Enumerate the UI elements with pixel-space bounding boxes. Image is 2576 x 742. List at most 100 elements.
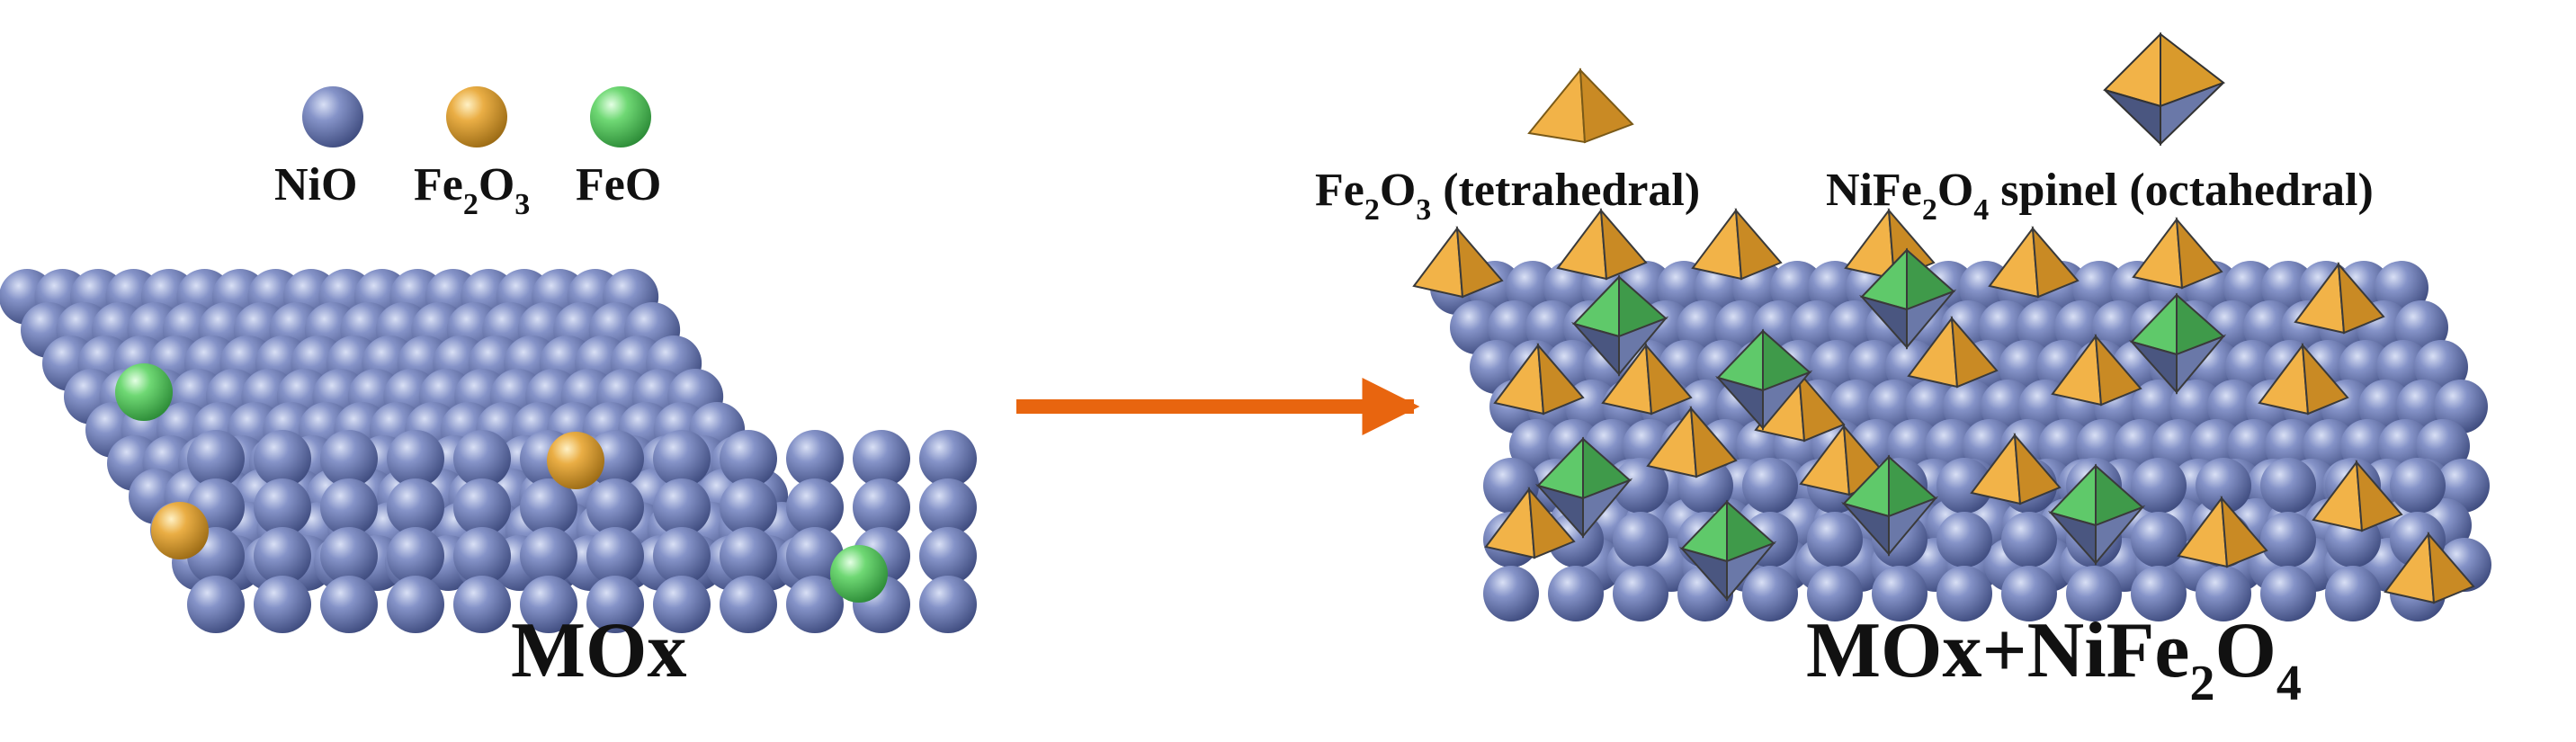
- nio-sphere: [786, 430, 844, 487]
- nio-legend-sphere: [302, 86, 363, 148]
- nio-sphere: [320, 527, 378, 585]
- nio-sphere: [2066, 566, 2122, 621]
- nio-sphere: [520, 527, 577, 585]
- nio-sphere: [919, 478, 977, 536]
- label-mox-nife2o4: MOx+NiFe2O4: [1806, 607, 2302, 711]
- nio-sphere: [320, 478, 378, 536]
- nio-sphere: [2325, 566, 2381, 621]
- octahedron-face: [1726, 541, 1777, 602]
- legend-fe2o3-label: Fe2O3: [414, 159, 530, 221]
- nio-sphere: [1742, 458, 1798, 514]
- tetrahedron-face: [2013, 433, 2062, 505]
- tetrahedron-face: [1734, 208, 1783, 281]
- nio-sphere: [1483, 566, 1539, 621]
- nio-sphere: [919, 576, 977, 633]
- nio-sphere: [853, 478, 910, 536]
- label-mox: MOx: [511, 607, 687, 694]
- nio-sphere: [2131, 566, 2187, 621]
- nio-sphere: [653, 478, 711, 536]
- nio-sphere: [786, 576, 844, 633]
- feo-sphere: [830, 545, 888, 603]
- nio-sphere: [520, 576, 577, 633]
- tetrahedron-face: [2031, 226, 2080, 299]
- nio-sphere: [653, 527, 711, 585]
- nio-sphere: [919, 430, 977, 487]
- nio-sphere: [1872, 566, 1928, 621]
- nio-sphere: [1613, 458, 1668, 514]
- nio-sphere: [1936, 566, 1992, 621]
- nio-sphere: [1613, 512, 1668, 568]
- tetrahedron-face: [1455, 226, 1504, 299]
- nio-sphere: [1742, 566, 1798, 621]
- octahedral-legend-icon: [2103, 31, 2226, 147]
- mox-nife2o4-slab: [1412, 208, 2491, 621]
- nio-sphere: [786, 527, 844, 585]
- legend-left: NiO Fe2O3 FeO: [274, 86, 661, 221]
- nio-sphere: [2001, 512, 2057, 568]
- nio-sphere: [453, 478, 511, 536]
- nio-sphere: [2131, 458, 2187, 514]
- fe2o3-sphere: [151, 502, 209, 559]
- tetrahedral-legend-icon: [1527, 67, 1634, 144]
- nio-sphere: [2260, 512, 2316, 568]
- nio-sphere: [387, 478, 444, 536]
- tetrahedron-face: [1536, 343, 1585, 416]
- tetrahedron-face: [2175, 217, 2223, 290]
- nio-sphere: [1807, 566, 1863, 621]
- tetrahedron-face: [1644, 343, 1693, 416]
- nio-sphere: [387, 576, 444, 633]
- tetrahedron-face: [2220, 496, 2268, 568]
- nio-sphere: [2390, 458, 2446, 514]
- nio-sphere: [320, 576, 378, 633]
- octahedron-face: [2176, 334, 2227, 395]
- octahedron-face: [1618, 316, 1669, 377]
- nio-sphere: [720, 576, 777, 633]
- nio-sphere: [586, 527, 644, 585]
- octahedron-face: [1906, 289, 1957, 350]
- tetrahedron-face: [1556, 208, 1608, 281]
- nio-sphere: [254, 430, 311, 487]
- fe2o3-legend-sphere: [446, 86, 507, 148]
- octahedron-face: [1888, 496, 1939, 557]
- nio-sphere: [320, 430, 378, 487]
- octahedron-face: [1582, 478, 1633, 539]
- nio-sphere: [387, 430, 444, 487]
- nio-sphere: [453, 527, 511, 585]
- legend-tetrahedral-label: Fe2O3 (tetrahedral): [1315, 165, 1700, 227]
- tetrahedron-face: [1527, 487, 1576, 559]
- nio-sphere: [1936, 512, 1992, 568]
- tetrahedron-face: [1599, 208, 1648, 281]
- nio-sphere: [254, 576, 311, 633]
- nio-sphere: [1613, 566, 1668, 621]
- tetrahedron-face: [1797, 370, 1846, 443]
- nio-sphere: [453, 576, 511, 633]
- nio-sphere: [653, 430, 711, 487]
- tetrahedron-face: [2301, 343, 2349, 416]
- tetrahedron-face: [1412, 226, 1464, 299]
- nio-sphere: [2131, 512, 2187, 568]
- nio-sphere: [786, 478, 844, 536]
- nio-sphere: [1807, 512, 1863, 568]
- nio-sphere: [387, 527, 444, 585]
- nio-sphere: [1936, 458, 1992, 514]
- nio-sphere: [853, 430, 910, 487]
- nio-sphere: [720, 430, 777, 487]
- nio-sphere: [2196, 458, 2251, 514]
- tetrahedron-face: [2094, 334, 2142, 407]
- nio-sphere: [653, 576, 711, 633]
- nio-sphere: [2260, 566, 2316, 621]
- nio-sphere: [254, 478, 311, 536]
- feo-sphere: [115, 363, 173, 421]
- nio-sphere: [2260, 458, 2316, 514]
- tetrahedron-face: [2427, 532, 2475, 604]
- mox-slab: [0, 269, 977, 633]
- nio-sphere: [1548, 566, 1604, 621]
- nio-sphere: [720, 527, 777, 585]
- nio-sphere: [720, 478, 777, 536]
- tetrahedron-face: [1691, 208, 1743, 281]
- nio-sphere: [453, 430, 511, 487]
- octahedron-face: [1762, 370, 1813, 431]
- tetrahedron-face: [1950, 316, 1999, 389]
- nio-sphere: [586, 478, 644, 536]
